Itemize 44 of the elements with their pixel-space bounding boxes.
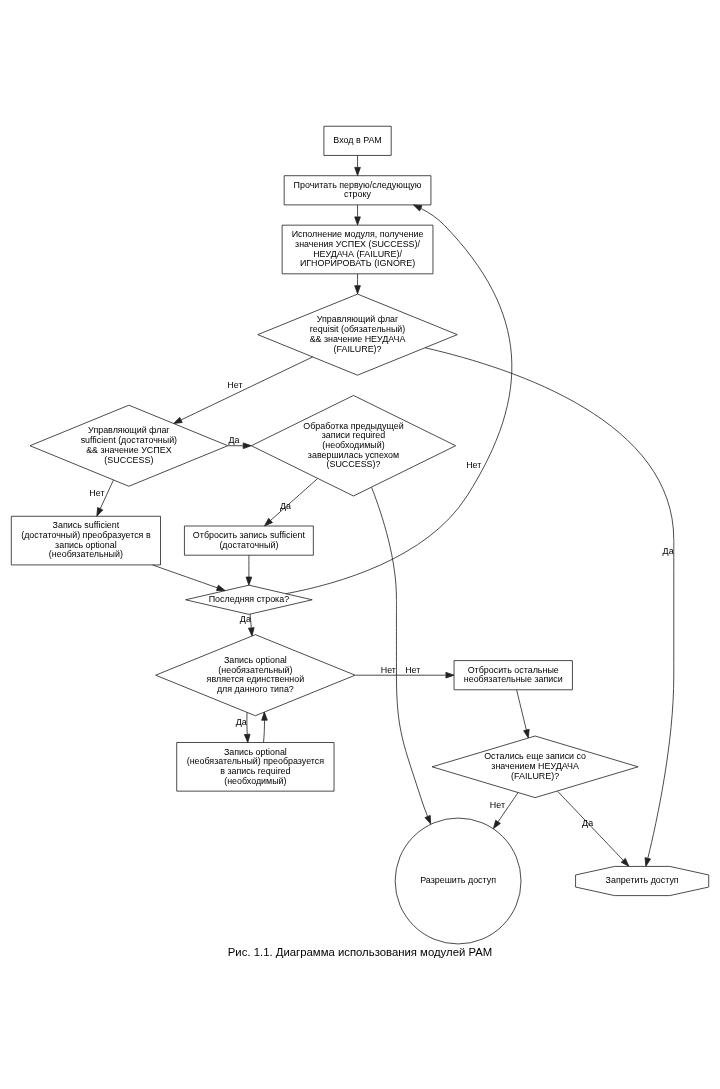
arrow <box>354 671 455 679</box>
edge-label: Нет <box>405 664 421 675</box>
arrow <box>493 792 519 829</box>
node-diamond: Управляющий флаг sufficient (достаточный) && значение УСПЕХ (SUCCESS) <box>29 404 229 487</box>
arrow <box>152 564 226 591</box>
edge-label: Нет <box>89 487 105 498</box>
node-diamond: Остались еще записи со значением НЕУДАЧА (FAILURE)? <box>431 735 639 799</box>
node-diamond: Управляющий флаг requisit (обязательный) && значение НЕУДАЧА (FAILURE)? <box>257 293 458 376</box>
edge-label: Да <box>239 614 251 625</box>
arrow <box>264 478 318 527</box>
node-diamond: Обработка предыдущей записи required (необходимый) завершилась успехом (SUCCESS)? <box>250 395 457 497</box>
arrow <box>261 711 268 743</box>
edge-label: Да <box>279 501 291 512</box>
node-box: Отбросить запись sufficient (достаточный) <box>184 525 314 556</box>
node-box: Вход в PAM <box>323 125 392 156</box>
arrow <box>354 155 361 176</box>
edge-label: Да <box>228 435 240 446</box>
arrow <box>354 204 361 226</box>
node-box: Прочитать первую/следующую строку <box>283 175 432 206</box>
arrow <box>227 442 252 449</box>
edge-label: Да <box>582 818 594 829</box>
arrow <box>557 790 630 867</box>
node-box: Запись optional (необязательный) преобразуется в запись required (необходимый) <box>176 742 335 792</box>
edge-label: Нет <box>227 379 243 390</box>
node-box: Исполнение модуля, получение значения УСПЕХ (SUCCESS)/ НЕУДАЧА (FAILURE)/ ИГНОРИРОВАТЬ (IGNORE) <box>281 224 434 275</box>
arrow <box>371 487 432 825</box>
edge-label: Нет <box>489 800 506 811</box>
arrow <box>245 554 253 586</box>
node-diamond: Запись optional (необязательный) является единственной для данного типа? <box>155 634 356 717</box>
edge-label: Нет <box>466 460 482 471</box>
edge-label: Нет <box>380 665 396 676</box>
arrow <box>285 204 512 595</box>
arrow <box>173 356 314 424</box>
node-box: Отбросить остальные необязательные записи <box>453 660 573 691</box>
arrow <box>243 711 251 743</box>
edge-label: Да <box>662 546 674 557</box>
edge-label: Да <box>235 716 247 727</box>
arrow <box>248 613 255 637</box>
arrow <box>354 273 361 295</box>
arrow <box>424 347 675 867</box>
caption: Рис. 1.1. Диаграмма использования модулей PAM <box>227 946 493 959</box>
arrow <box>96 479 114 517</box>
arrow <box>516 689 530 739</box>
node-box: Запись sufficient (достаточный) преобразуется в запись optional (необязательный) <box>10 515 161 566</box>
